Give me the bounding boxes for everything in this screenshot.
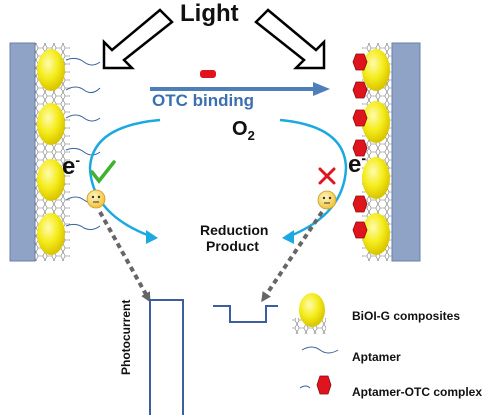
left-composite-particles [37,49,65,255]
legend-composite-label: BiOI-G composites [352,309,461,323]
light-title: Light [180,0,239,27]
legend-composite-icon [292,293,326,334]
legend-aptamer-label: Aptamer [352,350,401,364]
photocurrent-signal-trace [149,299,184,415]
electron-label-right: e- [348,150,366,179]
right-otc-complexes [352,53,368,239]
reduction-label-line1: Reduction [200,222,269,238]
electron-base-right: e [348,151,362,178]
light-arrow-left [102,8,174,70]
right-composite-particles [362,49,390,255]
dashed-arrow-left [98,211,151,303]
cycle-arrowhead-left [146,230,158,244]
oxygen-label: O2 [232,118,255,143]
cross-mark-icon [318,167,336,185]
cycle-arrowhead-right [282,230,294,244]
legend-otc-complex-icon [299,375,332,395]
legend-otc-complex-label: Aptamer-OTC complex [352,385,483,399]
electron-label-left: e- [62,152,80,181]
left-electrode [9,42,36,262]
electron-superscript-left: - [75,152,81,168]
right-electrode [391,42,421,262]
electron-superscript-right: - [361,150,367,166]
otc-binding-arrow [150,70,330,96]
light-arrow-right [254,8,326,70]
cycle-arrows [88,118,348,238]
left-aptamers [65,57,101,231]
otc-binding-label: OTC binding [152,91,254,110]
photocurrent-label: Photocurrent [119,299,133,375]
electron-base-left: e [62,153,76,180]
oxygen-base: O [232,118,248,140]
check-mark-icon [90,160,116,184]
smiley-face-icon-left [86,189,106,209]
smiley-face-icon-right [317,190,337,210]
legend-aptamer-icon [301,346,339,354]
reduction-label-line2: Product [206,238,259,254]
photocurrent-signal-trace-quenched [213,305,278,323]
oxygen-subscript: 2 [247,128,255,143]
